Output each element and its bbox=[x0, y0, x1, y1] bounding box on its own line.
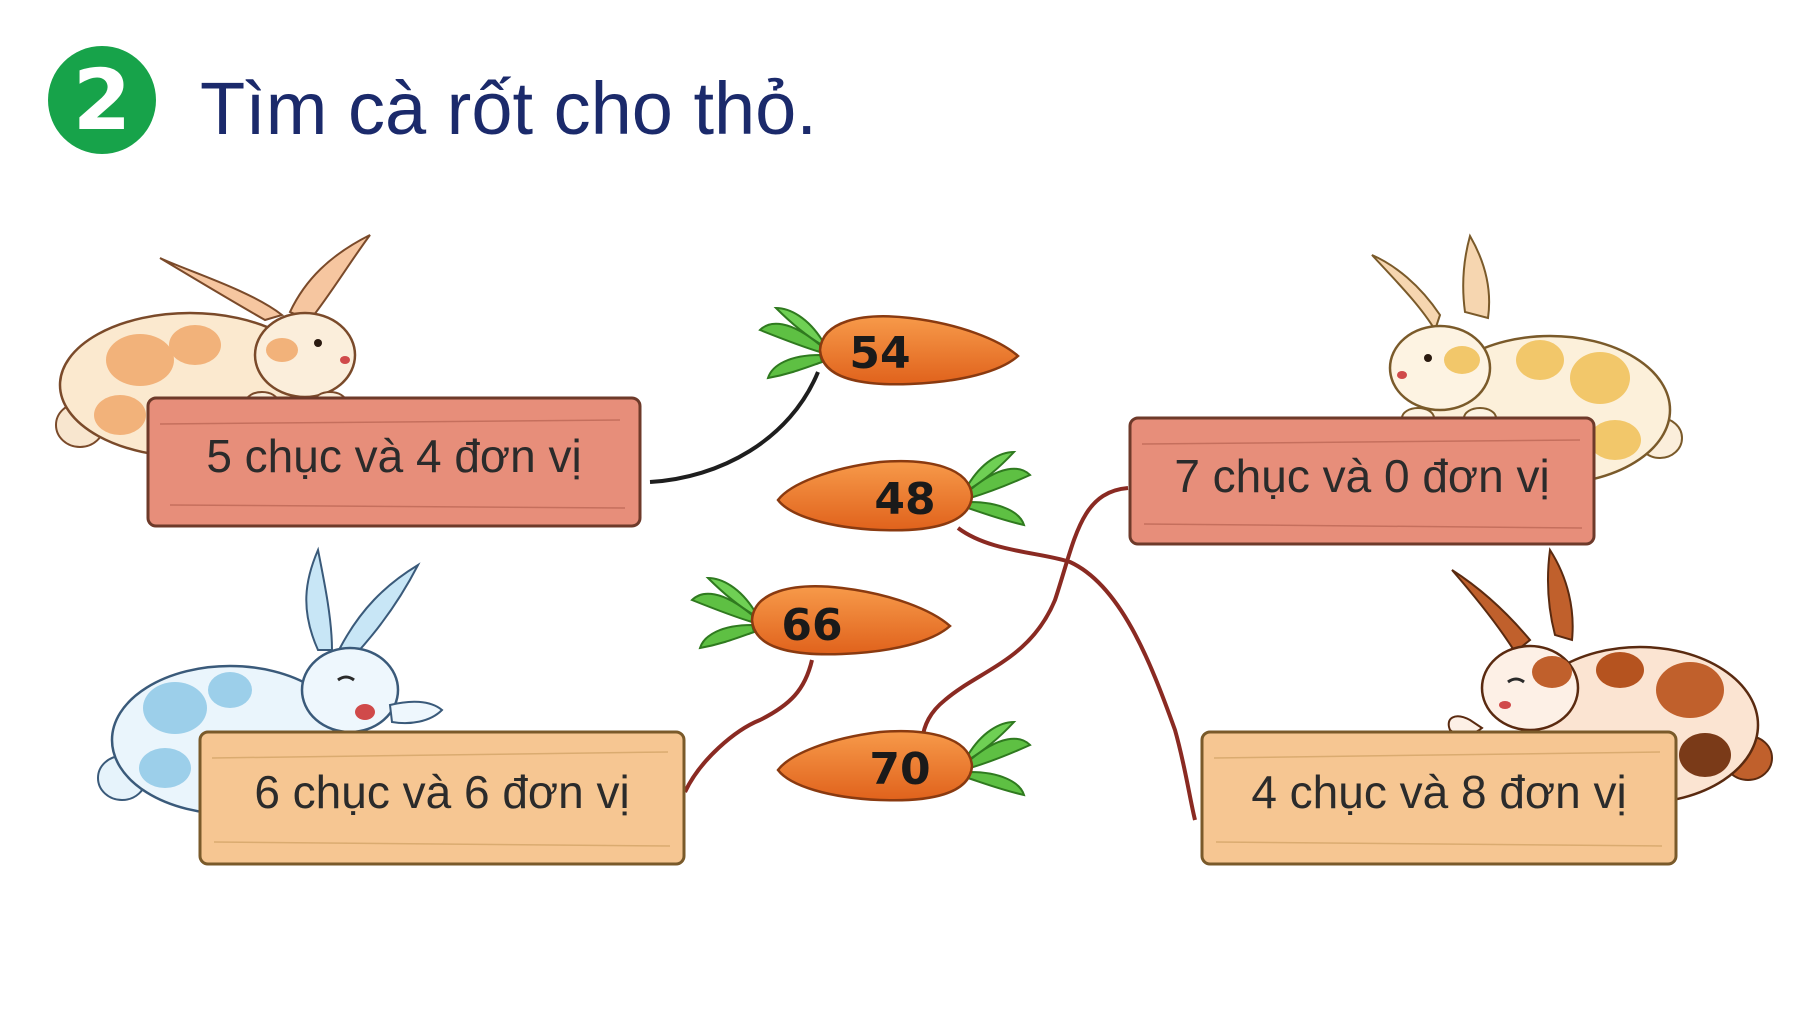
exercise-number-badge: 2 bbox=[48, 46, 156, 154]
plank-4: 4 chục và 8 đơn vị bbox=[1200, 730, 1678, 866]
match-line-54 bbox=[649, 371, 820, 484]
exercise-header: 2 Tìm cà rốt cho thỏ. bbox=[0, 0, 1800, 180]
carrot-54[interactable]: 54 bbox=[758, 306, 1020, 386]
match-lines bbox=[649, 371, 1197, 821]
rabbit-1-label: 5 chục và 4 đơn vị bbox=[206, 430, 581, 482]
carrot-70[interactable]: 70 bbox=[776, 720, 1032, 802]
plank-1: 5 chục và 4 đơn vị bbox=[146, 396, 642, 528]
carrot-leaves-icon bbox=[966, 720, 1032, 797]
carrot-70-number: 70 bbox=[869, 744, 930, 795]
match-line-48 bbox=[956, 526, 1197, 821]
exercise-title: Tìm cà rốt cho thỏ. bbox=[200, 67, 817, 150]
match-line-70 bbox=[920, 486, 1129, 741]
carrot-leaves-icon bbox=[966, 450, 1032, 527]
rabbit-3-label: 7 chục và 0 đơn vị bbox=[1174, 450, 1549, 502]
carrot-leaves-icon bbox=[758, 306, 824, 380]
carrot-66-number: 66 bbox=[781, 600, 842, 651]
match-line-66 bbox=[683, 659, 814, 793]
carrot-48-number: 48 bbox=[874, 474, 935, 525]
carrot-leaves-icon bbox=[690, 576, 756, 650]
rabbit-4-label: 4 chục và 8 đơn vị bbox=[1251, 766, 1626, 818]
rabbit-2-label: 6 chục và 6 đơn vị bbox=[254, 766, 629, 818]
plank-2: 6 chục và 6 đơn vị bbox=[198, 730, 686, 866]
carrot-66[interactable]: 66 bbox=[690, 576, 952, 656]
carrot-54-number: 54 bbox=[849, 328, 910, 379]
carrot-48[interactable]: 48 bbox=[776, 450, 1032, 532]
plank-3: 7 chục và 0 đơn vị bbox=[1128, 416, 1596, 546]
